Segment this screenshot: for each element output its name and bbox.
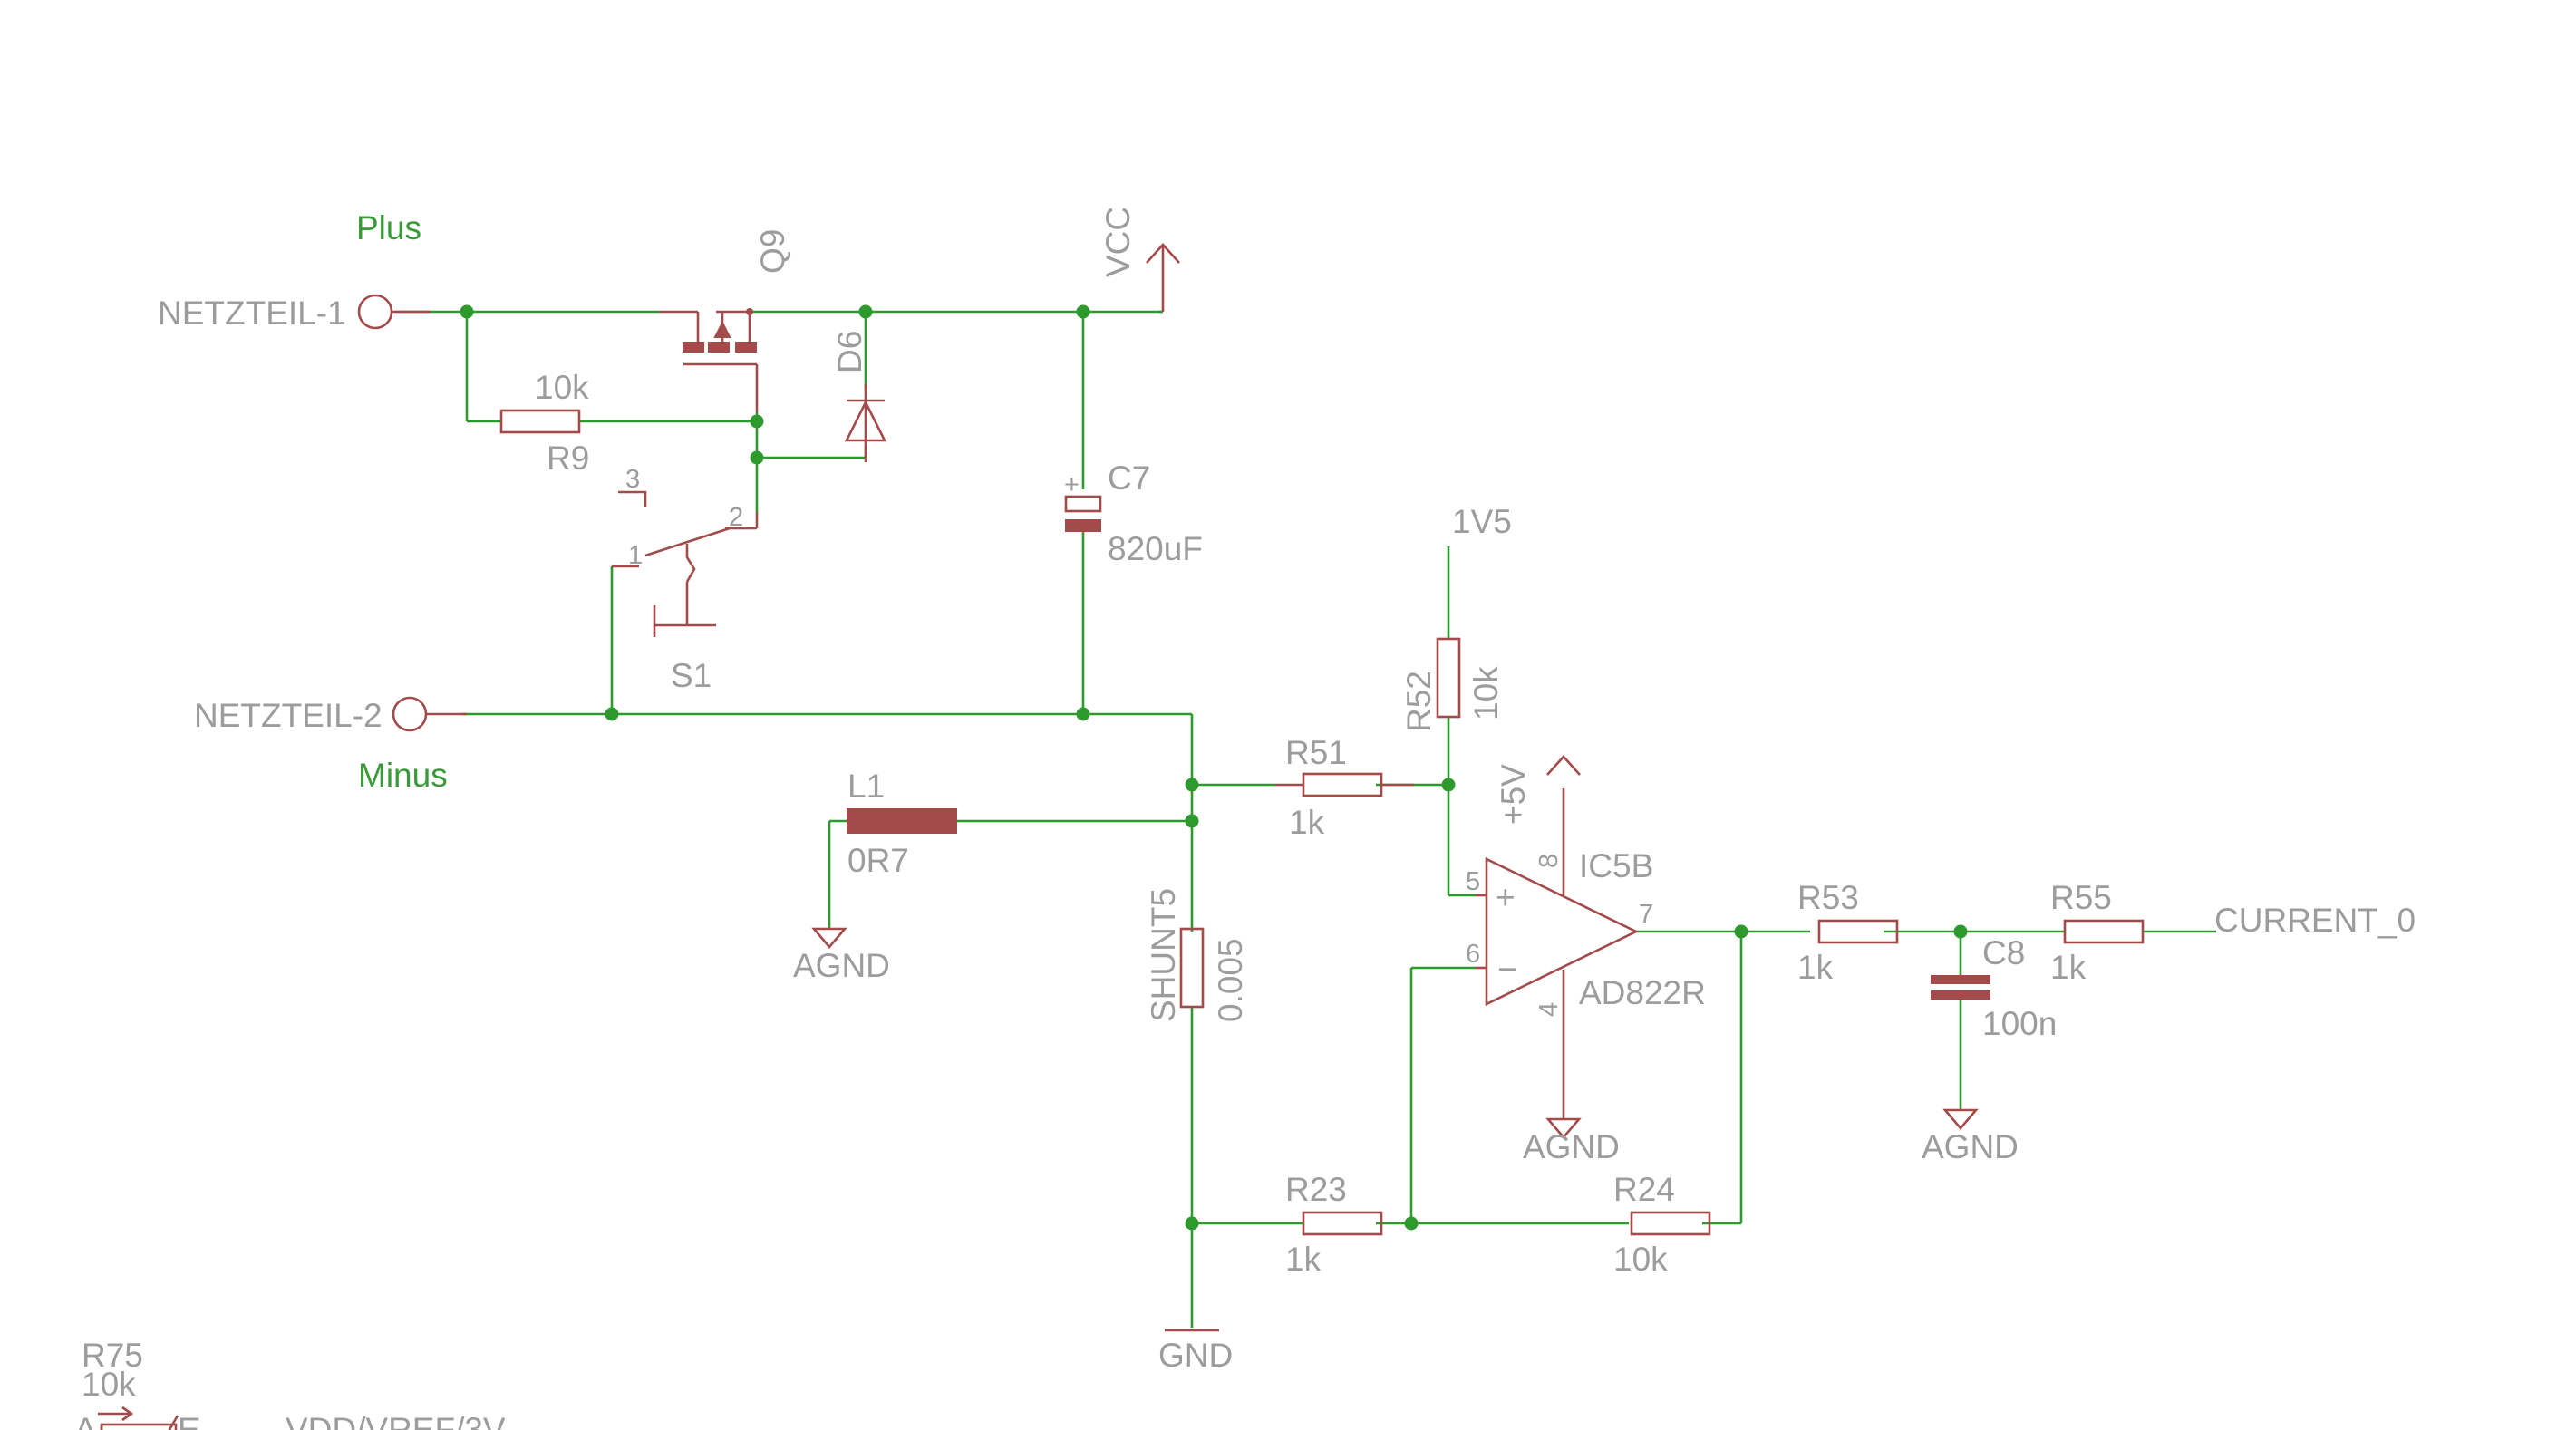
netzteil-1-label: NETZTEIL-1: [158, 295, 346, 332]
resistor-r9: 10k R9: [499, 369, 589, 477]
r52-value: 10k: [1467, 666, 1505, 720]
pin8: 8: [1535, 854, 1564, 868]
agnd-symbol-l1: AGND: [793, 927, 890, 984]
r9-name: R9: [547, 440, 589, 477]
l1-value: 0R7: [847, 842, 909, 879]
p5v-supply: +5V: [1495, 755, 1581, 825]
opamp-ic5b: + − 5 6 7 8 4 IC5B AD822R: [1466, 788, 1706, 1119]
v1v5-label: 1V5: [1452, 503, 1512, 540]
resistor-r24: R24 10k: [1613, 1171, 1711, 1278]
s1-label: S1: [671, 657, 712, 694]
plus-net-label: Plus: [356, 209, 421, 246]
r75-name: R75: [82, 1337, 143, 1374]
pin4: 4: [1535, 1002, 1564, 1017]
shunt5-name: SHUNT5: [1145, 888, 1182, 1022]
s1-pin1: 1: [628, 541, 643, 570]
agnd-label-c8: AGND: [1922, 1128, 2019, 1165]
connector-netzteil-1: NETZTEIL-1: [158, 294, 431, 332]
c8-name: C8: [1982, 934, 2025, 971]
r75-e: E: [178, 1411, 200, 1430]
r23-value: 1k: [1285, 1241, 1322, 1278]
vcc-supply: VCC: [1099, 207, 1180, 312]
c7-name: C7: [1108, 459, 1150, 497]
netzteil-2-label: NETZTEIL-2: [194, 697, 383, 734]
p5v-label: +5V: [1495, 764, 1532, 825]
potentiometer-r75: R75 10k A E VDD/VREF/3V: [74, 1337, 506, 1430]
r9-value: 10k: [535, 369, 589, 406]
l1-name: L1: [847, 768, 885, 805]
switch-s1: S1 3 1 2: [612, 465, 759, 694]
diode-d6: D6: [831, 331, 887, 462]
resistor-r51: R51 1k: [1275, 734, 1414, 841]
minus-net-label: Minus: [358, 757, 448, 794]
r24-value: 10k: [1613, 1241, 1668, 1278]
resistor-r52: R52 10k: [1400, 637, 1505, 732]
r55-value: 1k: [2050, 949, 2087, 986]
agnd-symbol-opamp: AGND: [1523, 1117, 1620, 1165]
resistor-r55: R55 1k: [2050, 879, 2145, 986]
d6-label: D6: [831, 331, 868, 373]
r24-name: R24: [1613, 1171, 1675, 1208]
agnd-symbol-c8: AGND: [1922, 1108, 2019, 1165]
r55-name: R55: [2050, 879, 2112, 916]
mosfet-q9: Q9: [659, 229, 791, 412]
pin7: 7: [1639, 900, 1653, 929]
resistor-r53: R53 1k: [1797, 879, 1899, 986]
gnd-label: GND: [1158, 1337, 1233, 1374]
opamp-plus: +: [1496, 879, 1516, 916]
c7-value: 820uF: [1108, 530, 1203, 567]
current-0-label: CURRENT_0: [2214, 902, 2416, 939]
resistor-r23: R23 1k: [1285, 1171, 1383, 1278]
r51-value: 1k: [1289, 804, 1325, 841]
junction-dots: [460, 304, 1968, 1231]
c7-plus-mark: +: [1064, 470, 1080, 499]
s1-pin3: 3: [625, 465, 640, 494]
wires: [396, 310, 2216, 1328]
r75-a: A: [74, 1411, 97, 1430]
c8-value: 100n: [1982, 1005, 2057, 1042]
r51-name: R51: [1285, 734, 1347, 771]
shunt5-value: 0.005: [1212, 938, 1249, 1022]
capacitor-c7: + C7 820uF: [1064, 459, 1203, 567]
resistor-shunt5: SHUNT5 0.005: [1145, 888, 1249, 1022]
ic5b-value: AD822R: [1579, 974, 1706, 1011]
pin6: 6: [1466, 940, 1480, 969]
opamp-minus: −: [1497, 951, 1517, 988]
r53-name: R53: [1797, 879, 1859, 916]
agnd-label-l1: AGND: [793, 947, 890, 984]
r53-value: 1k: [1797, 949, 1834, 986]
r75-value: 10k: [82, 1366, 136, 1403]
vdd-label: VDD/VREF/3V: [286, 1411, 506, 1430]
agnd-label-opamp: AGND: [1523, 1128, 1620, 1165]
vcc-label: VCC: [1099, 207, 1137, 277]
pin5: 5: [1466, 867, 1480, 896]
r23-name: R23: [1285, 1171, 1347, 1208]
q9-label: Q9: [754, 229, 791, 274]
inductor-l1: L1 0R7: [847, 768, 957, 879]
gnd-symbol: GND: [1158, 1329, 1233, 1374]
connector-netzteil-2: NETZTEIL-2: [194, 696, 467, 734]
r52-name: R52: [1400, 671, 1438, 732]
s1-pin2: 2: [729, 503, 743, 532]
capacitor-c8: C8 100n: [1931, 934, 2057, 1042]
ic5b-name: IC5B: [1579, 847, 1653, 884]
